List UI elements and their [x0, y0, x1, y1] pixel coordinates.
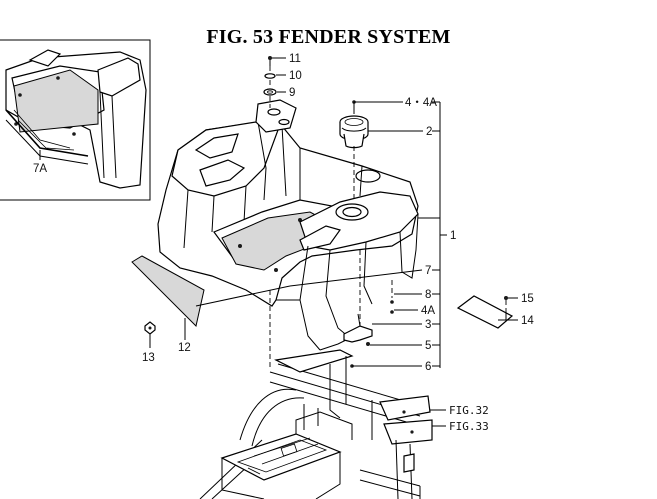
- inset-detail: 7A: [0, 39, 151, 201]
- callout-14: 14: [521, 315, 534, 327]
- callout-12: 12: [178, 342, 191, 354]
- cover-plate-part: [456, 295, 514, 329]
- callout-11: 11: [289, 53, 301, 65]
- figure-title: FIG. 53 FENDER SYSTEM: [206, 26, 451, 48]
- callout-6: 6: [425, 361, 431, 373]
- callout-8: 8: [425, 289, 431, 301]
- callout-3: 3: [425, 319, 431, 331]
- callout-7: 7: [425, 265, 431, 277]
- callout-7a: 7A: [33, 163, 47, 175]
- bracket-part: [343, 300, 394, 346]
- ref-fig-33: FIG.33: [449, 420, 489, 433]
- callout-1: 1: [450, 230, 456, 242]
- callout-4a: 4A: [421, 305, 435, 317]
- callout-labels: 11 10 9 4・4A 2 1 7 8 4A 3 5 6 15 14 12 1…: [142, 53, 534, 433]
- side-panel-part: [131, 255, 205, 335]
- callout-10: 10: [289, 70, 302, 82]
- frame-assembly: [199, 349, 433, 499]
- callout-5: 5: [425, 340, 431, 352]
- callout-15: 15: [521, 293, 534, 305]
- callout-13: 13: [142, 352, 155, 364]
- filler-neck-part: [339, 115, 369, 149]
- leader-lines: [149, 57, 518, 427]
- hardware-stack: [263, 56, 277, 108]
- callout-9: 9: [289, 87, 295, 99]
- fender-assembly: [157, 99, 419, 351]
- ref-fig-32: FIG.32: [449, 404, 489, 417]
- callout-4-4a: 4・4A: [405, 97, 437, 109]
- callout-2: 2: [426, 126, 432, 138]
